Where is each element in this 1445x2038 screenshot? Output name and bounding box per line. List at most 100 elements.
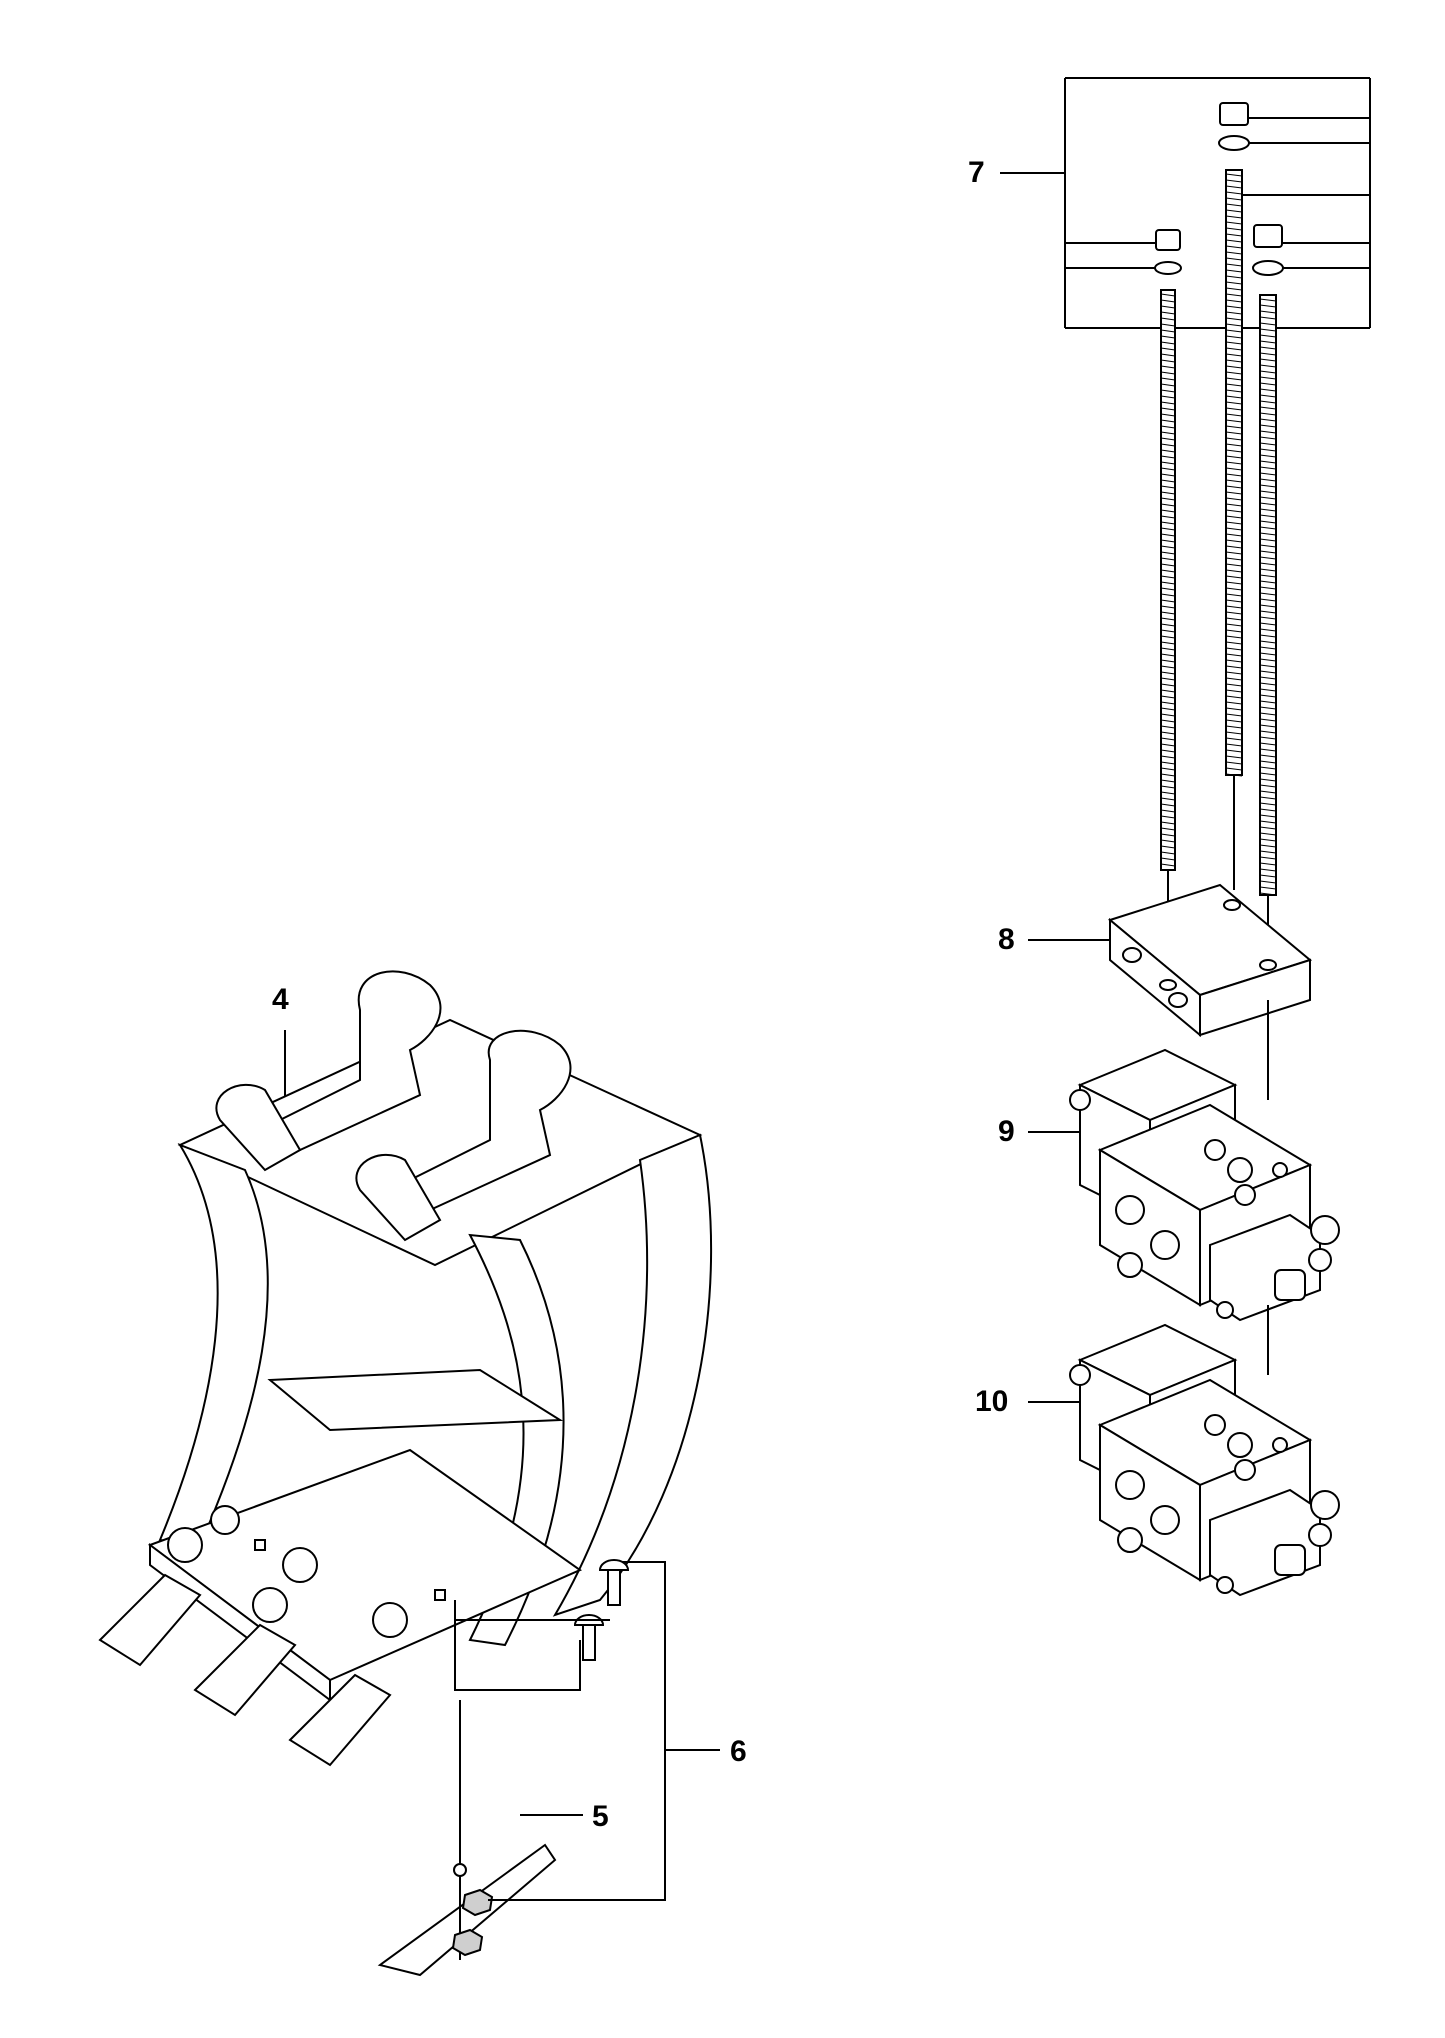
thread-line [1160,509,1176,513]
thread-line [1225,497,1243,501]
thread-line [1225,587,1243,591]
callout-9: 9 [998,1115,1015,1148]
thread-line [1160,599,1176,603]
thread-line [1259,724,1277,728]
thread-line [1259,640,1277,644]
thread-line [1259,538,1277,542]
thread-line [1259,694,1277,698]
thread-line [1160,797,1176,801]
thread-line [1259,856,1277,860]
thread-line [1225,359,1243,363]
thread-line [1160,449,1176,453]
thread-line [1160,539,1176,543]
thread-line [1225,461,1243,465]
thread-line [1225,581,1243,585]
thread-line [1225,611,1243,615]
thread-line [1259,328,1277,332]
thread-line [1259,586,1277,590]
thread-line [1259,628,1277,632]
thread-line [1225,245,1243,249]
part-6-bolt-kit [451,1559,720,1957]
thread-line [1160,767,1176,771]
thread-line [1225,377,1243,381]
thread-line [1259,562,1277,566]
thread-line [1259,820,1277,824]
thread-line [1259,442,1277,446]
thread-line [1259,808,1277,812]
rod-thread-lines [1160,173,1277,896]
callout-10: 10 [975,1385,1009,1418]
thread-line [1160,443,1176,447]
thread-line [1160,383,1176,387]
thread-line [1259,886,1277,890]
thread-line [1259,862,1277,866]
thread-line [1160,491,1176,495]
thread-line [1160,701,1176,705]
thread-line [1259,772,1277,776]
thread-line [1160,671,1176,675]
thread-line [1160,617,1176,621]
thread-line [1225,641,1243,645]
thread-line [1259,316,1277,320]
thread-line [1160,863,1176,867]
thread-line [1225,491,1243,495]
callout-5: 5 [592,1800,609,1833]
thread-line [1259,454,1277,458]
thread-line [1259,778,1277,782]
thread-line [1225,365,1243,369]
thread-line [1225,677,1243,681]
thread-line [1259,604,1277,608]
thread-line [1259,760,1277,764]
thread-line [1160,677,1176,681]
thread-line [1160,593,1176,597]
thread-line [1225,743,1243,747]
thread-line [1160,707,1176,711]
thread-line [1225,635,1243,639]
thread-line [1225,389,1243,393]
thread-line [1225,341,1243,345]
thread-line [1225,353,1243,357]
thread-line [1160,743,1176,747]
thread-line [1160,527,1176,531]
thread-line [1160,635,1176,639]
thread-line [1259,892,1277,896]
thread-line [1259,394,1277,398]
washer-center [1218,135,1250,151]
thread-line [1259,412,1277,416]
thread-line [1225,569,1243,573]
thread-line [1225,263,1243,267]
thread-line [1225,689,1243,693]
thread-line [1160,629,1176,633]
thread-line [1259,448,1277,452]
thread-line [1259,502,1277,506]
thread-line [1225,575,1243,579]
thread-line [1259,346,1277,350]
thread-line [1160,485,1176,489]
threaded-rod-left [1160,289,1176,871]
thread-line [1225,617,1243,621]
thread-line [1259,718,1277,722]
thread-line [1225,407,1243,411]
thread-line [1259,646,1277,650]
thread-line [1160,737,1176,741]
thread-line [1225,749,1243,753]
thread-line [1225,257,1243,261]
thread-line [1160,749,1176,753]
part-5-cutter-blade [377,1700,583,1977]
thread-line [1259,304,1277,308]
thread-line [1160,317,1176,321]
thread-line [1259,382,1277,386]
thread-line [1259,682,1277,686]
thread-line [1160,647,1176,651]
thread-line [1160,653,1176,657]
thread-line [1259,814,1277,818]
thread-line [1225,701,1243,705]
thread-line [1259,418,1277,422]
thread-line [1160,479,1176,483]
thread-line [1160,821,1176,825]
thread-line [1160,779,1176,783]
thread-line [1160,335,1176,339]
thread-line [1259,622,1277,626]
nut-left [1155,229,1181,251]
thread-line [1160,659,1176,663]
